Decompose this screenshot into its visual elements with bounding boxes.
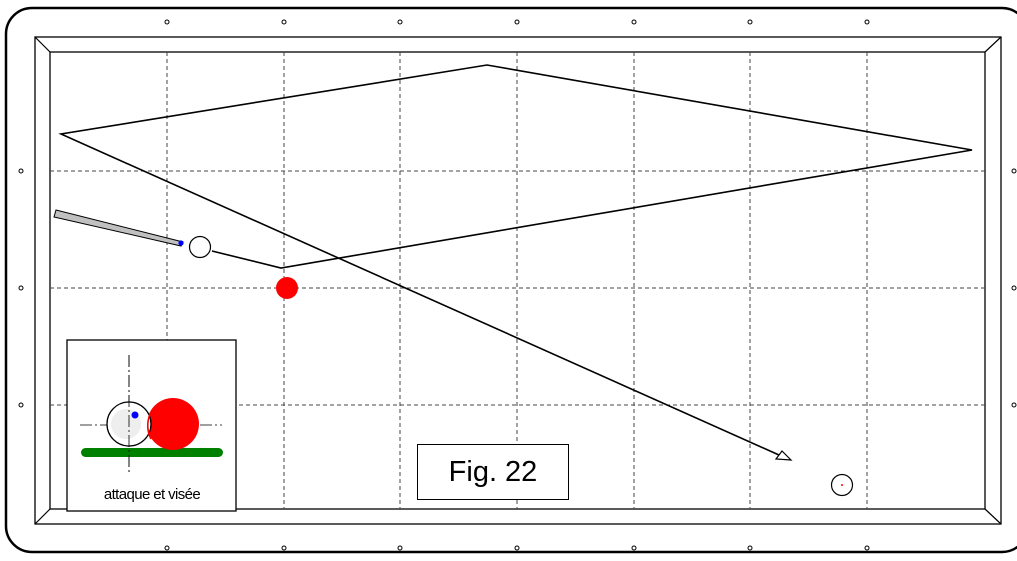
rail-diamond-top <box>281 19 287 25</box>
aim-inset-caption: attaque et visée <box>103 486 201 503</box>
rail-diamond-top <box>514 19 520 25</box>
rail-diamond-right <box>1011 168 1017 174</box>
rail-diamond-top <box>864 19 870 25</box>
cushion-corner-tr <box>984 36 1002 53</box>
rail-diamond-bottom <box>164 545 170 551</box>
rail-diamond-left <box>18 402 24 408</box>
rail-diamond-bottom <box>747 545 753 551</box>
rail-diamond-bottom <box>864 545 870 551</box>
rail-diamond-bottom <box>514 545 520 551</box>
rail-diamond-top <box>747 19 753 25</box>
arrow-head-icon <box>774 450 793 461</box>
cushion-corner-br <box>984 508 1002 525</box>
rail-diamond-left <box>18 168 24 174</box>
aim-inset-contact-arc <box>146 413 152 440</box>
aim-inset-object-ball <box>147 398 199 450</box>
aim-inset-table-bar <box>81 448 223 457</box>
rail-diamond-bottom <box>281 545 287 551</box>
rail-diamonds <box>18 19 1017 551</box>
cue-ball-icon <box>188 235 212 259</box>
rail-diamond-bottom <box>631 545 637 551</box>
red-ball-icon <box>276 277 298 299</box>
cue-tip-dot <box>178 240 184 246</box>
rail-diamond-right <box>1011 285 1017 291</box>
cue-stick-icon <box>53 209 184 247</box>
aim-inset <box>66 339 237 512</box>
cue-ball-path <box>58 64 973 456</box>
aim-inset-tip-dot <box>131 411 139 419</box>
rail-diamond-left <box>18 285 24 291</box>
rail-diamond-right <box>1011 402 1017 408</box>
rail-diamond-top <box>397 19 403 25</box>
cushion-corner-tl <box>34 36 51 53</box>
figure-label: Fig. 22 <box>417 444 569 500</box>
rail-diamond-top <box>164 19 170 25</box>
cushion-corner-bl <box>34 508 51 525</box>
rail-diamond-bottom <box>397 545 403 551</box>
rail-diamond-top <box>631 19 637 25</box>
target-dot <box>841 484 843 486</box>
